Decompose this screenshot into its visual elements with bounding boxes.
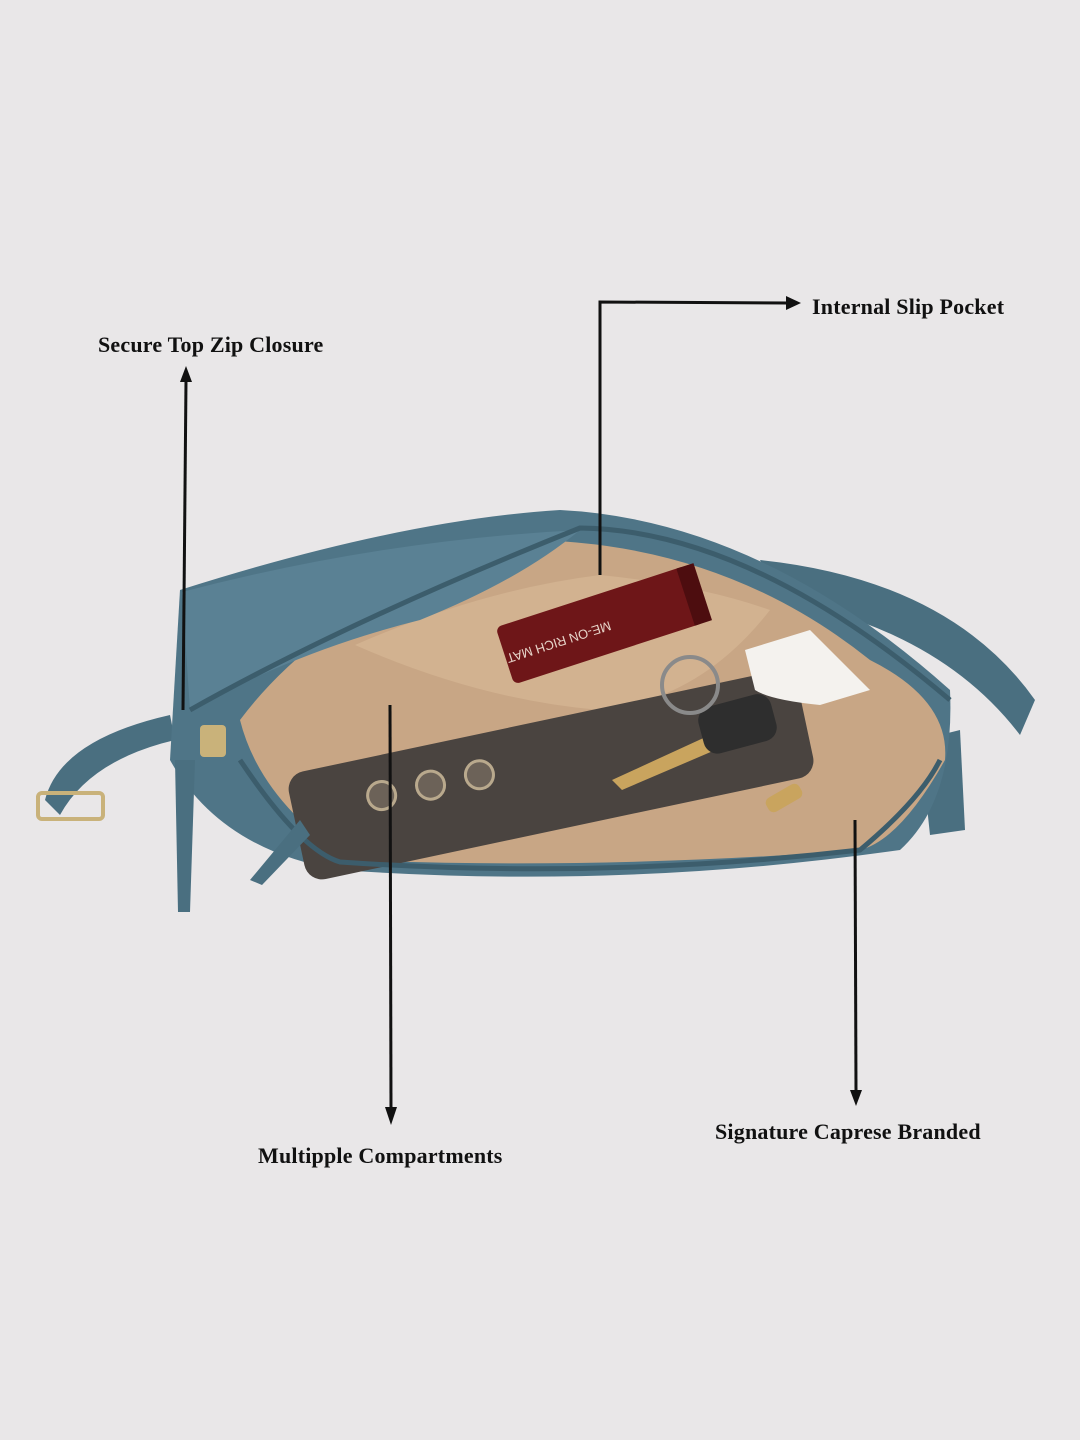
bag-front-flap — [182, 530, 580, 710]
compartments-arrow-line — [388, 704, 393, 1111]
branded-arrow-line — [853, 819, 858, 1093]
key — [612, 735, 720, 790]
tag-paper — [745, 630, 870, 705]
zip-track — [188, 525, 952, 713]
slip-pocket-arrow-line — [598, 300, 789, 575]
annotation-zip-closure: Secure Top Zip Closure — [98, 332, 324, 357]
arrowhead-up — [180, 366, 192, 382]
annotation-branded: Signature Caprese Branded — [715, 1119, 981, 1144]
annotation-arrows — [181, 300, 858, 1111]
arrowhead-right — [786, 296, 801, 310]
annotation-compartments: Multipple Compartments — [258, 1143, 503, 1168]
key-ring — [660, 655, 720, 715]
strap-buckle — [36, 791, 105, 821]
annotation-slip-pocket: Internal Slip Pocket — [812, 294, 1005, 319]
zip-puller — [200, 725, 226, 757]
arrowhead-down — [850, 1090, 862, 1106]
lipstick: ME-ON RICH MAT — [497, 563, 712, 683]
inner-zip-puller — [765, 783, 803, 813]
phone — [288, 670, 814, 880]
bag-strap-left — [45, 715, 175, 815]
arrowhead-down — [385, 1107, 397, 1125]
zip-closure-arrow-line — [181, 379, 188, 711]
